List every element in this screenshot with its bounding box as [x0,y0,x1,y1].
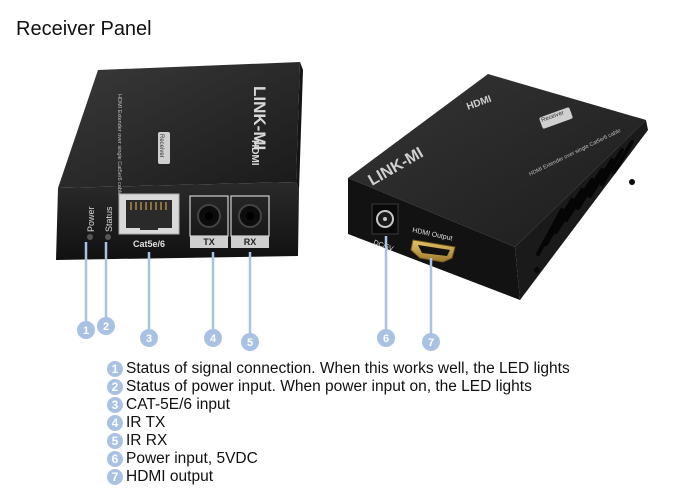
callout-badge-1: 1 [77,321,95,339]
callout-lines [84,236,433,334]
legend-badge: 2 [107,379,123,395]
svg-text:6: 6 [383,333,389,345]
left-brand-logo: LINK-MI [250,86,269,150]
legend-badge: 6 [107,451,123,467]
rj45-port [118,193,180,235]
legend-badge: 1 [107,361,123,377]
legend-text: Status of signal connection. When this w… [126,360,570,377]
svg-text:2: 2 [103,321,109,333]
legend-item-5: 5 IR RX [107,432,570,450]
legend-item-4: 4 IR TX [107,414,570,432]
legend-badge: 5 [107,433,123,449]
callout-badge-4: 4 [204,329,222,347]
tx-label: TX [203,237,215,247]
callout-badge-3: 3 [140,329,158,347]
legend-badge: 3 [107,397,123,413]
dc-power-jack [371,203,399,235]
callout-badge-2: 2 [97,317,115,335]
legend-item-3: 3 CAT-5E/6 input [107,396,570,414]
receiver-sticker-left [158,132,170,164]
legend-text: Power input, 5VDC [126,450,258,467]
legend-badge: 4 [107,415,123,431]
power-led [87,234,93,240]
legend-list: 1 Status of signal connection. When this… [107,360,570,486]
legend-text: HDMI output [126,468,214,485]
svg-text:1: 1 [83,325,89,337]
rx-label: RX [244,237,257,247]
legend-text: CAT-5E/6 input [126,396,230,413]
legend-badge: 7 [107,469,123,485]
legend-text: IR TX [126,414,166,431]
svg-text:3: 3 [146,333,152,345]
right-receiver-device [348,74,648,300]
svg-text:5: 5 [247,337,253,349]
left-receiver-device [56,62,303,260]
page-title: Receiver Panel [16,18,152,40]
callout-badge-6: 6 [377,329,395,347]
left-hdmi-logo: HDMI [249,140,260,166]
ir-tx-jack [189,195,229,248]
hdmi-output-port [410,239,456,263]
callout-badge-5: 5 [241,333,259,351]
svg-text:4: 4 [210,333,217,345]
legend-item-1: 1 Status of signal connection. When this… [107,360,570,378]
left-sticker-text: Receiver [158,134,164,158]
legend-item-7: 7 HDMI output [107,468,570,486]
legend-text: IR RX [126,432,168,449]
power-led-label: Power [86,206,96,232]
left-top-text: HDMI Extender over single Cat5e/6 cable [116,94,122,195]
legend-item-2: 2 Status of power input. When power inpu… [107,378,570,396]
callout-badge-7: 7 [422,333,440,351]
receiver-sticker-right [539,107,573,129]
ir-rx-jack [230,195,270,248]
status-led [105,234,111,240]
legend-text: Status of power input. When power input … [126,378,532,395]
left-device-top [58,62,300,188]
status-led-label: Status [104,206,114,232]
svg-text:7: 7 [428,337,434,349]
rj45-label: Cat5e/6 [133,239,165,249]
legend-item-6: 6 Power input, 5VDC [107,450,570,468]
